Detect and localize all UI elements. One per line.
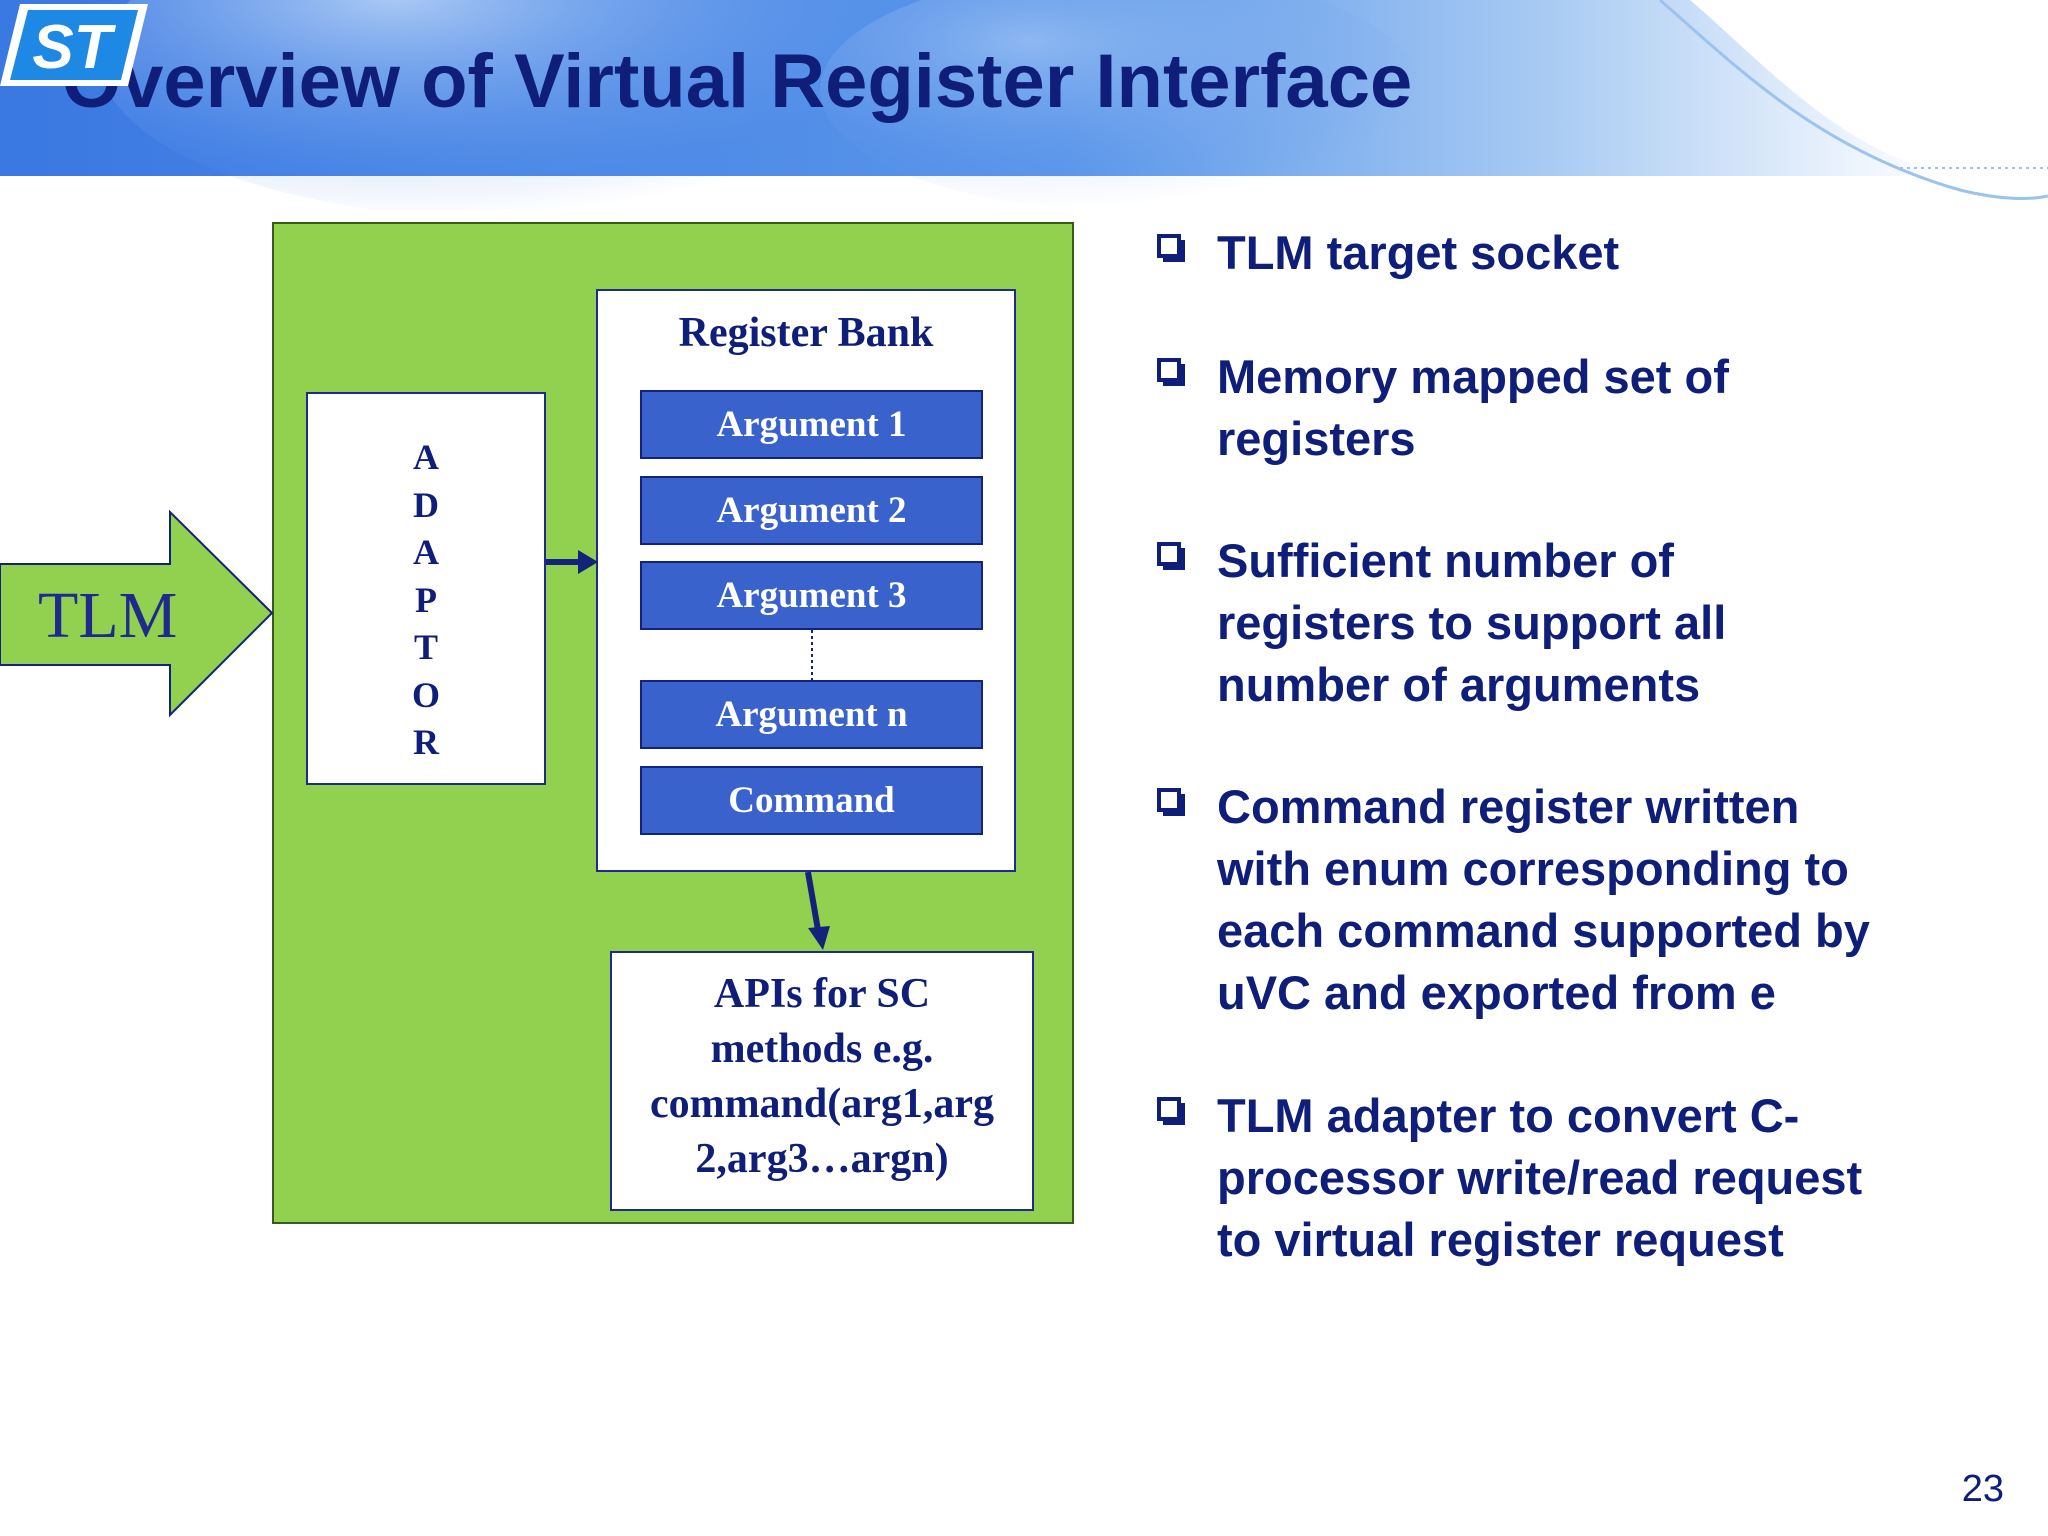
- api-box-line: methods e.g.: [710, 1026, 934, 1072]
- bullet-line: to virtual register request: [1217, 1213, 1784, 1266]
- checkbox-bullet-icon: [1157, 358, 1181, 382]
- bullet-line: Command register written: [1217, 780, 1800, 833]
- adaptor-letter: O: [411, 674, 440, 715]
- register-argument-n: Argument n: [640, 680, 983, 749]
- bank-to-api-arrow: [805, 871, 830, 950]
- bullet-text: Command register written with enum corre…: [1217, 776, 2037, 1024]
- checkbox-bullet-icon: [1157, 788, 1181, 812]
- bullet-line: TLM target socket: [1217, 226, 1620, 279]
- register-argument-2: Argument 2: [640, 476, 983, 545]
- bullet-line: with enum corresponding to: [1217, 842, 1849, 895]
- bullet-text: TLM target socket: [1217, 222, 2037, 284]
- register-argument-1: Argument 1: [640, 390, 983, 459]
- page-number: 23: [1961, 1468, 2004, 1510]
- adaptor-to-bank-arrow: [546, 550, 598, 574]
- checkbox-bullet-icon: [1157, 542, 1181, 566]
- bullet-line: number of arguments: [1217, 658, 1701, 711]
- bullet-text: Sufficient number of registers to suppor…: [1217, 530, 2037, 716]
- header-background: [0, 0, 2048, 210]
- bullet-line: each command supported by: [1217, 904, 1870, 957]
- api-box-line: APIs for SC: [713, 971, 931, 1017]
- bullet-line: processor write/read request: [1217, 1151, 1863, 1204]
- adaptor-block: A D A P T O R: [306, 392, 546, 785]
- register-argument-3: Argument 3: [640, 561, 983, 630]
- adaptor-letter: P: [415, 579, 437, 620]
- checkbox-bullet-icon: [1157, 1097, 1181, 1121]
- api-box: APIs for SC methods e.g. command(arg1,ar…: [610, 951, 1034, 1211]
- checkbox-bullet-icon: [1157, 234, 1181, 258]
- register-bank-title: Register Bank: [678, 310, 934, 356]
- bullet-line: registers: [1217, 412, 1416, 465]
- register-command: Command: [640, 766, 983, 835]
- logo-text: ST: [32, 13, 116, 82]
- header-banner: Overview of Virtual Register Interface S…: [0, 0, 2048, 210]
- slide-title: Overview of Virtual Register Interface: [62, 39, 1413, 124]
- adaptor-letter: A: [413, 437, 439, 477]
- bullet-line: Sufficient number of: [1217, 534, 1674, 587]
- adaptor-letter: A: [413, 532, 439, 572]
- tlm-input-arrow: [0, 509, 274, 718]
- st-logo-icon: ST: [0, 4, 148, 86]
- bullet-text: Memory mapped set of registers: [1217, 346, 2037, 470]
- adaptor-letter: T: [413, 627, 438, 667]
- bullet-line: Memory mapped set of: [1217, 350, 1729, 403]
- bullet-text: TLM adapter to convert C- processor writ…: [1217, 1085, 2037, 1271]
- adaptor-label: A D A P T O R: [308, 434, 544, 767]
- bullet-line: TLM adapter to convert C-: [1217, 1089, 1800, 1142]
- api-box-line: 2,arg3…argn): [695, 1136, 949, 1182]
- adaptor-letter: R: [413, 722, 439, 762]
- adaptor-letter: D: [413, 484, 439, 525]
- tlm-arrow-label: TLM: [38, 579, 178, 652]
- bullet-line: uVC and exported from e: [1217, 966, 1776, 1019]
- api-box-line: command(arg1,arg: [649, 1081, 995, 1127]
- bullet-line: registers to support all: [1217, 596, 1727, 649]
